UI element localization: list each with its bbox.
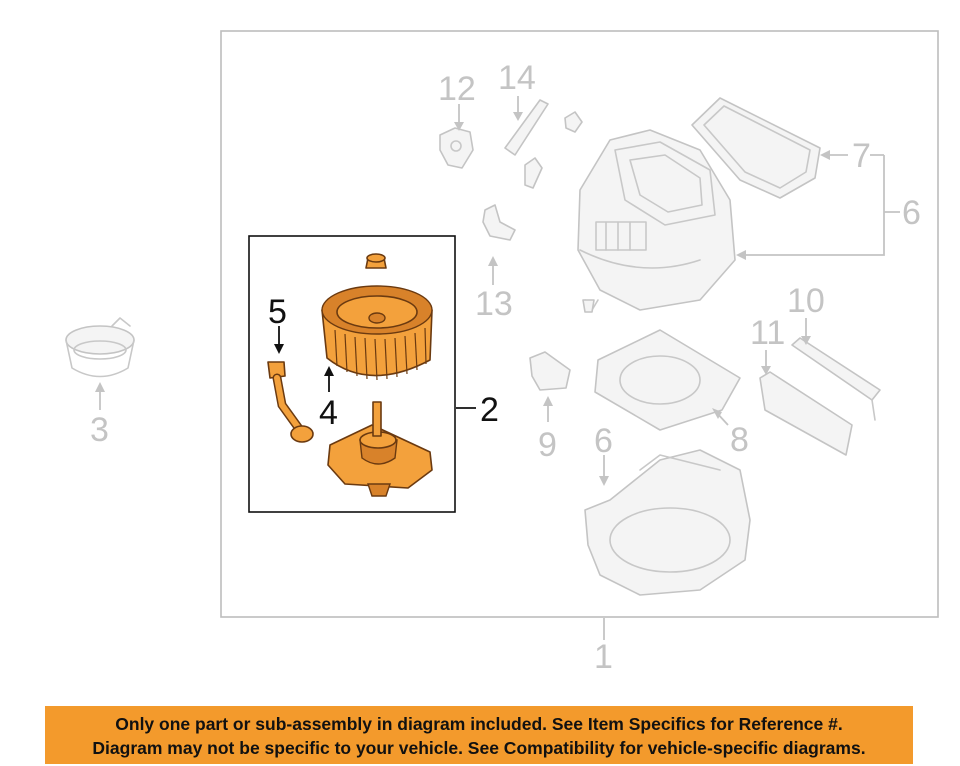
- callout-8: 8: [730, 421, 749, 459]
- blower-subassembly-frame: [248, 235, 456, 513]
- callout-4: 4: [319, 394, 338, 432]
- callout-6-lower: 6: [594, 422, 613, 460]
- part-12-bracket: [439, 127, 474, 169]
- callout-1: 1: [594, 638, 613, 676]
- callout-7: 7: [852, 137, 871, 175]
- notice-banner: Only one part or sub-assembly in diagram…: [45, 706, 913, 764]
- part-10-filter: [791, 337, 881, 421]
- part-3-duct-ring: [65, 317, 135, 378]
- blower-cap: [365, 253, 387, 269]
- notice-line-2: Diagram may not be specific to your vehi…: [92, 738, 866, 758]
- callout-2: 2: [480, 391, 499, 429]
- assembly-frame: [220, 30, 939, 618]
- part-6-lower-housing: [584, 449, 751, 596]
- part-9-clip: [529, 351, 571, 391]
- callout-6-upper: 6: [902, 194, 921, 232]
- notice-line-1: Only one part or sub-assembly in diagram…: [115, 714, 843, 734]
- part-7-gasket: [691, 97, 821, 199]
- callout-10: 10: [787, 282, 825, 320]
- part-8-plate: [594, 329, 741, 431]
- blower-motor: [327, 401, 433, 497]
- callout-5: 5: [268, 293, 287, 331]
- callout-14: 14: [498, 59, 536, 97]
- part-13-clip: [482, 204, 516, 241]
- part-6-upper-case: [577, 129, 736, 311]
- part-14-lever: [504, 99, 583, 189]
- parts-diagram: 1 2 3 4 5 6 6 7 8 9 10 11 12 13 14: [65, 30, 939, 676]
- screw: [582, 299, 595, 313]
- callout-11: 11: [750, 314, 785, 352]
- part-11-filter: [759, 371, 853, 456]
- part-5-connector: [267, 361, 314, 443]
- callout-13: 13: [475, 285, 513, 323]
- callout-3: 3: [90, 411, 109, 449]
- part-4-fan-wheel: [321, 285, 433, 381]
- callout-12: 12: [438, 70, 476, 108]
- callout-9: 9: [538, 426, 557, 464]
